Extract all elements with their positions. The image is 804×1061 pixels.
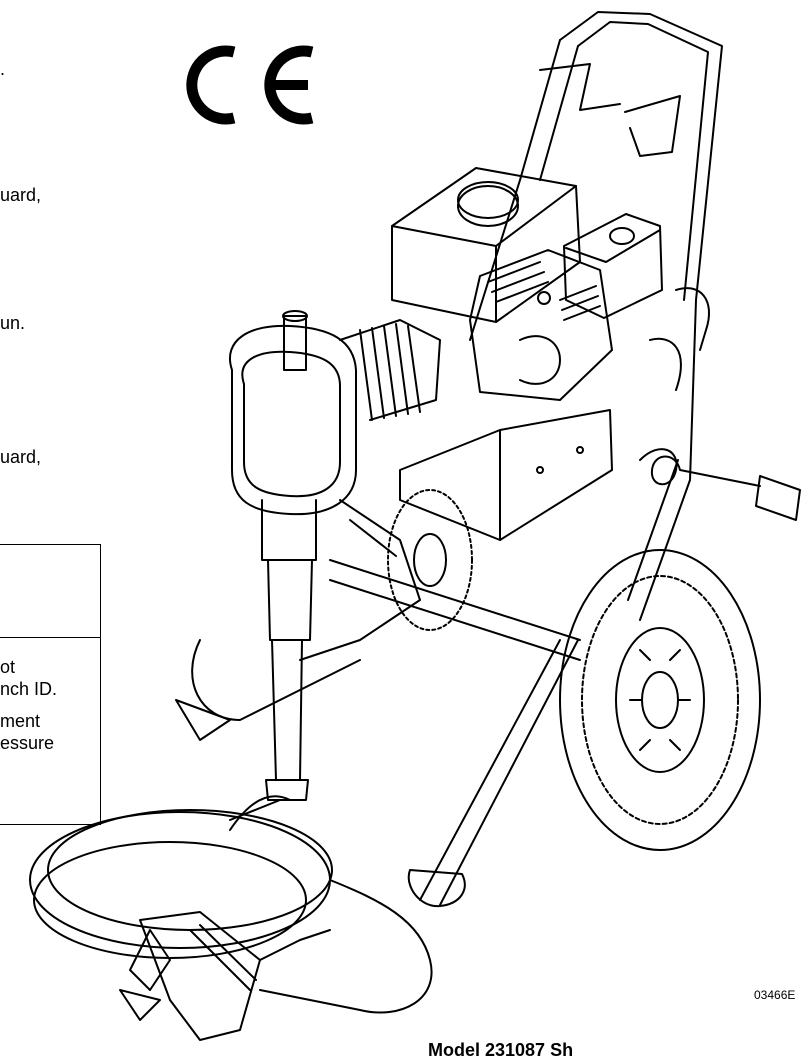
notice-line-2: nch ID.: [0, 679, 58, 699]
text-fragment-2: uard,: [0, 185, 42, 205]
notice-line-1: ot: [0, 657, 16, 677]
notice-box-header: [0, 544, 101, 638]
text-fragment-3: un.: [0, 313, 26, 333]
model-caption: Model 231087 Sh: [428, 1040, 574, 1060]
notice-line-4: essure: [0, 733, 55, 753]
ce-mark-icon: [186, 45, 314, 125]
text-fragment-1: .: [0, 59, 6, 79]
text-fragment-4: uard,: [0, 447, 42, 467]
notice-box-body: [0, 636, 101, 825]
figure-id: 03466E: [754, 988, 796, 1002]
notice-line-3: ment: [0, 711, 41, 731]
